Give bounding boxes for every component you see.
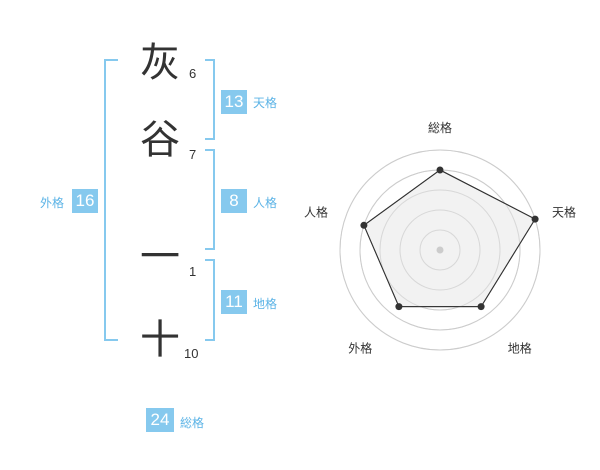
gaikaku-bracket [104,59,118,341]
gaikaku-value: 16 [72,189,98,213]
radar-data-outline [363,169,536,308]
jinkaku-bracket [205,149,215,250]
radar-point-3 [477,303,485,311]
radar-center-dot [436,246,444,254]
name-char-3: 一 [140,234,180,280]
jinkaku-label: 人格 [253,196,278,210]
name-char-4: 十 [140,317,180,363]
radar-axis-label-3: 地格 [508,341,532,356]
chikaku-value: 11 [221,290,247,314]
radar-grid-ring-overlay [419,229,461,271]
radar-point-4 [395,303,403,311]
name-char-2: 谷 [140,117,180,163]
chikaku-bracket [205,259,215,341]
name-char-1: 灰 [140,40,180,86]
gaikaku-label: 外格 [40,196,65,210]
radar-axis-label-2: 天格 [552,204,576,219]
jinkaku-value: 8 [221,189,247,213]
radar-point-1 [436,166,444,174]
radar-grid-ring-overlay [399,209,481,291]
radar-axis-label-5: 人格 [304,204,328,219]
radar-grid-ring-overlay [379,189,501,311]
chikaku-label: 地格 [253,297,278,311]
tenkaku-label: 天格 [253,96,278,110]
radar-point-5 [360,221,368,229]
soukaku-value: 24 [146,408,174,432]
radar-axis-label-1: 総格 [428,120,452,135]
radar-point-2 [531,215,539,223]
stroke-count-1: 6 [189,66,197,81]
tenkaku-bracket [205,59,215,140]
tenkaku-value: 13 [221,90,247,114]
radar-axis-label-4: 外格 [348,341,372,356]
stroke-count-2: 7 [189,147,197,162]
stroke-count-4: 10 [184,346,199,361]
radar-grid-ring-overlay [339,149,541,351]
stroke-count-3: 1 [189,264,197,279]
soukaku-label: 総格 [180,416,205,430]
